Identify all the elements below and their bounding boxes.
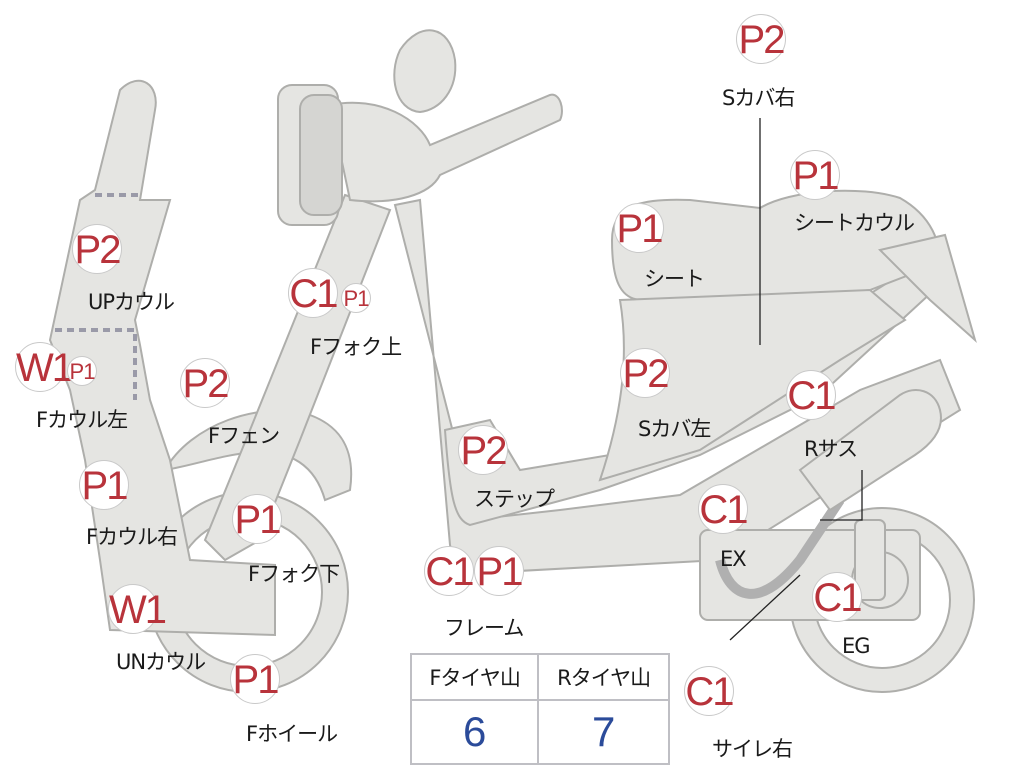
side-cover [598,288,907,482]
badge-p2-up-cowl: P2 [72,224,122,274]
label-engine: EG [842,634,871,658]
label-front-cowl-left: Fカウル左 [36,408,128,432]
handle-grip-cap [299,94,343,216]
badge-c1-silencer-right: C1 [684,666,735,716]
rear-tire-tread-header: Rタイヤ山 [537,653,670,701]
leader-r-sus [820,470,863,521]
tread-value-row: 6 7 [409,699,670,765]
badge-w1-front-cowl-left: W1 [15,342,74,392]
badge-p2-s-cover-left: P2 [620,348,670,398]
badge-p1-seat: P1 [614,203,664,253]
rear-tire-tread-value: 7 [537,699,670,765]
label-front-wheel: Fホイール [246,722,338,746]
rear-shock [798,389,942,512]
badge-p2-front-fender: P2 [180,358,230,408]
label-s-cover-right: Sカバ右 [722,86,795,110]
label-frame: フレーム [444,616,524,640]
badge-p1-seat-cowl: P1 [790,150,840,200]
front-fender [163,409,353,502]
front-tire-tread-header: Fタイヤ山 [409,653,540,701]
badge-c1-exhaust: C1 [698,484,749,534]
leader-silencer [729,574,801,641]
tread-header-row: Fタイヤ山 Rタイヤ山 [409,653,670,701]
badge-p2-step: P2 [458,425,508,475]
label-rear-suspension: Rサス [804,437,858,461]
label-silencer-right: サイレ右 [712,737,793,761]
label-up-cowl: UPカウル [88,290,175,314]
badge-p1-front-cowl-right: P1 [79,460,129,510]
handlebar [328,93,563,203]
badge-p1-front-cowl-left: P1 [67,356,97,386]
label-exhaust: EX [720,547,747,571]
cowl-seam-mid [55,328,137,400]
front-tire-tread-value: 6 [409,699,540,765]
seat-cowl-tail [878,233,977,344]
label-front-fork-lower: Fフォク下 [248,562,340,586]
label-s-cover-left: Sカバ左 [638,417,711,441]
label-seat-cowl: シートカウル [794,211,915,235]
label-step: ステップ [474,487,555,511]
badge-p1-frame: P1 [474,546,524,596]
label-seat: シート [644,267,705,291]
badge-p1-front-wheel: P1 [230,654,280,704]
badge-w1-under-cowl: W1 [108,584,167,634]
badge-p1-front-fork-lower: P1 [232,494,282,544]
label-front-fork-upper: Fフォク上 [310,335,402,359]
shock-cylinder [854,519,886,601]
exhaust-pipe [715,497,845,599]
label-front-cowl-right: Fカウル右 [86,525,178,549]
badge-c1-front-fork-upper: C1 [288,268,339,318]
label-front-fender: Fフェン [208,424,280,448]
windscreen [393,29,457,114]
badge-c1-rear-suspension: C1 [786,370,837,420]
badge-c1-engine: C1 [812,572,863,622]
tire-tread-table: Fタイヤ山 Rタイヤ山 6 7 [409,653,670,765]
badge-p2-s-cover-right: P2 [736,14,786,64]
badge-p1-front-fork-upper: P1 [341,283,371,313]
badge-c1-frame: C1 [424,546,475,596]
label-under-cowl: UNカウル [116,650,206,674]
